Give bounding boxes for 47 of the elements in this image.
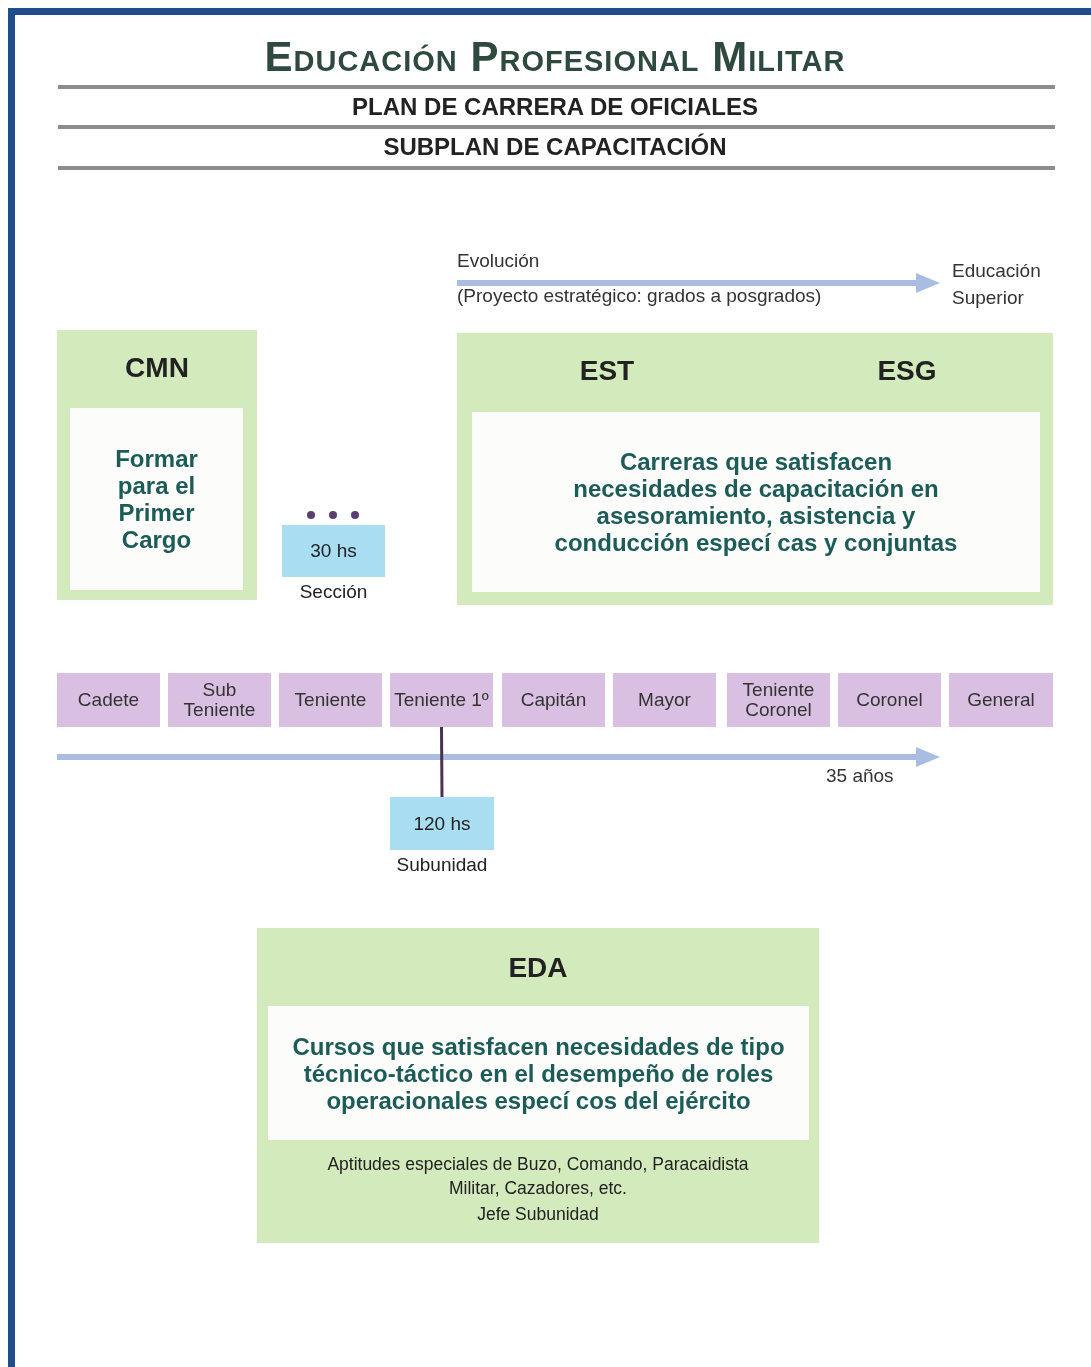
node-text: Formar para el Primer Cargo — [114, 445, 199, 553]
node-text: Carreras que satisfacen necesidades de capacitación en asesoramiento, asistencia y conducción especí cas y conjuntas — [553, 448, 959, 556]
node-text: Capitán — [520, 690, 587, 710]
panel-heading: EST — [578, 355, 636, 387]
caption-text: Sección — [298, 581, 369, 603]
node-text: 30 hs — [310, 540, 357, 562]
node-text: Sub Teniente — [182, 680, 257, 720]
axis-label: Evolución — [457, 250, 540, 272]
node-text: Mayor — [638, 690, 691, 710]
subtitle: SUBPLAN DE CAPACITACIÓN — [382, 133, 728, 161]
node-text: Cadete — [77, 690, 140, 710]
hours-box — [390, 797, 494, 850]
rank-box — [279, 673, 382, 727]
school-panel — [257, 928, 819, 1243]
mission-box — [268, 1006, 809, 1140]
note-text: Aptitudes especiales de Buzo, Comando, Paracaidista Militar, Cazadores, etc. — [327, 1153, 749, 1200]
node-text: 120 hs — [413, 812, 471, 835]
school-panel — [57, 330, 257, 600]
panel-heading: CMN — [124, 352, 190, 384]
rank-box — [502, 673, 605, 727]
mission-box — [472, 412, 1040, 592]
node-text: Coronel — [856, 690, 923, 710]
panel-heading: EDA — [507, 952, 569, 984]
node-text: Teniente Coronel — [741, 680, 816, 720]
node-text: General — [967, 690, 1035, 710]
rank-box — [168, 673, 271, 727]
axis-label: 35 años — [826, 765, 894, 787]
subtitle: PLAN DE CARRERA DE OFICIALES — [351, 93, 759, 121]
rank-box — [57, 673, 160, 727]
rank-box — [613, 673, 716, 727]
hours-box — [282, 525, 385, 577]
rank-box — [390, 673, 493, 727]
connector-line — [440, 727, 444, 797]
node-text: Cursos que satisfacen necesidades de tipo técnico-táctico en el desempeño de roles operacionales especí cos del ejército — [291, 1032, 786, 1114]
mission-box — [70, 408, 243, 590]
school-panel — [457, 333, 1053, 605]
node-text: Teniente 1º — [394, 690, 489, 710]
node-text: Teniente — [294, 690, 367, 710]
rank-box — [838, 673, 941, 727]
rank-box — [727, 673, 830, 727]
rank-box — [949, 673, 1053, 727]
note-text: ESG — [876, 355, 938, 387]
axis-label: Educación Superior — [952, 259, 1042, 310]
caption-text: Subunidad — [395, 854, 489, 876]
note-text: Jefe Subunidad — [476, 1203, 600, 1226]
title: Educación Profesional Militar — [263, 32, 847, 82]
axis-label: (Proyecto estratégico: grados a posgrados) — [457, 285, 822, 307]
